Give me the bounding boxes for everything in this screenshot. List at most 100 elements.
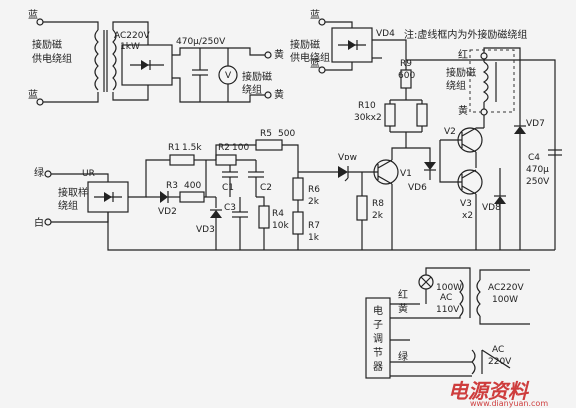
wire: [391, 147, 406, 160]
wire: [215, 144, 256, 160]
label-yellow-bottom: 黄: [274, 88, 284, 101]
wire: [439, 140, 454, 183]
label-vd2: VD2: [158, 207, 177, 217]
diode-symbol: [141, 60, 149, 70]
wire-vd4-pos: [372, 39, 407, 60]
label-r9: R9: [400, 59, 412, 69]
label-ac220v-100w: AC220V: [488, 283, 524, 293]
label-voltmeter: V: [225, 71, 232, 81]
wire: [325, 62, 353, 71]
terminal-yellow-bottom: [264, 91, 272, 99]
label-vd4: VD4: [376, 29, 395, 39]
wire-negative-rail: [107, 212, 555, 251]
wire: [325, 21, 353, 28]
label-supply-winding2-b: 供电绕组: [290, 51, 330, 64]
wire: [112, 21, 149, 45]
label-sampling: 接取样: [58, 186, 88, 199]
diode-vd2: [160, 191, 168, 203]
resistor-r8: [356, 195, 368, 221]
watermark: 电源资料: [448, 379, 530, 403]
label-r6-val: 2k: [308, 197, 320, 207]
diode-vd6: [424, 162, 436, 170]
label-r8-val: 2k: [372, 211, 384, 221]
label-reg-4: 节: [373, 347, 383, 359]
label-blue-bottom: 蓝: [28, 89, 38, 101]
wire: [481, 349, 511, 369]
label-r1-val: 1.5k: [182, 143, 202, 153]
label-v3: V3: [460, 199, 472, 209]
resistor-r10a: [384, 103, 396, 127]
sampling-section: 绿 白 UR 接取样 绕组: [34, 159, 555, 251]
label-c2: C2: [260, 183, 272, 193]
label-r1: R1: [168, 143, 180, 153]
label-r7-val: 1k: [308, 233, 320, 243]
top-left-section: 蓝 蓝 AC220V 1kW 接励磁 供电绕组 470μ/250V V 接励磁 …: [28, 9, 284, 106]
external-winding-coil: [482, 61, 489, 103]
wire: [420, 316, 461, 319]
label-lamp-val: 100W: [436, 283, 462, 293]
label-ext-winding-b: 绕组: [446, 79, 466, 92]
wire: [483, 47, 521, 60]
label-yellow-top: 黄: [274, 48, 284, 61]
label-r4-val: 10k: [272, 221, 289, 231]
label-vd3: VD3: [196, 225, 215, 235]
label-supply-winding-b: 供电绕组: [32, 52, 72, 65]
label-supply-winding2: 接励磁: [290, 38, 320, 51]
diode-symbol: [104, 192, 112, 202]
label-blue-top: 蓝: [28, 9, 38, 21]
label-ac220v-bot-b: 220V: [488, 357, 512, 367]
resistor-r4: [258, 205, 270, 229]
wire: [406, 147, 431, 162]
diode-vd8: [494, 196, 506, 204]
label-c3: C3: [224, 203, 236, 213]
wire: [43, 21, 99, 30]
label-r10: R10: [358, 101, 376, 111]
label-excitation-winding-b: 绕组: [242, 83, 262, 96]
wire-dc-neg: [172, 77, 268, 103]
transistor-legs: [454, 169, 477, 195]
label-green: 绿: [34, 166, 44, 179]
wire: [475, 127, 484, 168]
label-c1: C1: [222, 183, 234, 193]
top-center-section: 蓝 蓝 接励磁 供电绕组 VD4 注:虚线框内为外接励磁绕组: [290, 9, 527, 74]
label-reg-1: 电: [373, 304, 383, 317]
zener-vdw: [338, 166, 348, 178]
label-ac110v-b: 110V: [436, 305, 460, 315]
diode-symbol: [348, 40, 356, 50]
label-excitation-winding: 接励磁: [242, 70, 272, 83]
label-r3-val: 400: [184, 181, 201, 191]
wire-dc-pos: [172, 47, 268, 56]
label-ext-yellow: 黄: [458, 104, 468, 117]
label-r4: R4: [272, 209, 284, 219]
label-note: 注:虚线框内为外接励磁绕组: [404, 28, 527, 41]
label-white: 白: [34, 216, 44, 229]
external-winding-box: [469, 49, 515, 113]
transformer-2-primary: [459, 279, 464, 317]
label-r9-val: 600: [398, 71, 415, 81]
label-ac110v: AC: [440, 293, 452, 303]
watermark-sub: www.dianyuan.com: [470, 399, 548, 408]
wire: [389, 100, 423, 133]
label-1kw: 1kW: [120, 42, 140, 52]
label-r3: R3: [166, 181, 178, 191]
terminal-red: [480, 52, 488, 60]
terminal-green: [44, 170, 52, 178]
transformer-primary: [94, 29, 99, 91]
transformer-secondary: [112, 29, 117, 91]
label-c4: C4: [528, 153, 540, 163]
label-yellow-bottom2: 黄: [398, 302, 408, 315]
transformer-3: [471, 349, 476, 375]
rc-network: R1 1.5k R2 100 R5 500 R3 400 C1 C2 VD2 V…: [146, 129, 320, 250]
label-reg-5: 器: [373, 361, 383, 373]
resistor-r1: [169, 154, 195, 166]
resistor-r6: [292, 177, 304, 201]
wire: [51, 212, 109, 223]
transistor-legs: [461, 127, 477, 153]
wire-positive-rail: [406, 59, 556, 250]
label-c4-val: 470μ: [526, 165, 549, 175]
terminal-white: [44, 218, 52, 226]
label-r2: R2: [218, 143, 230, 153]
wire: [112, 85, 149, 101]
